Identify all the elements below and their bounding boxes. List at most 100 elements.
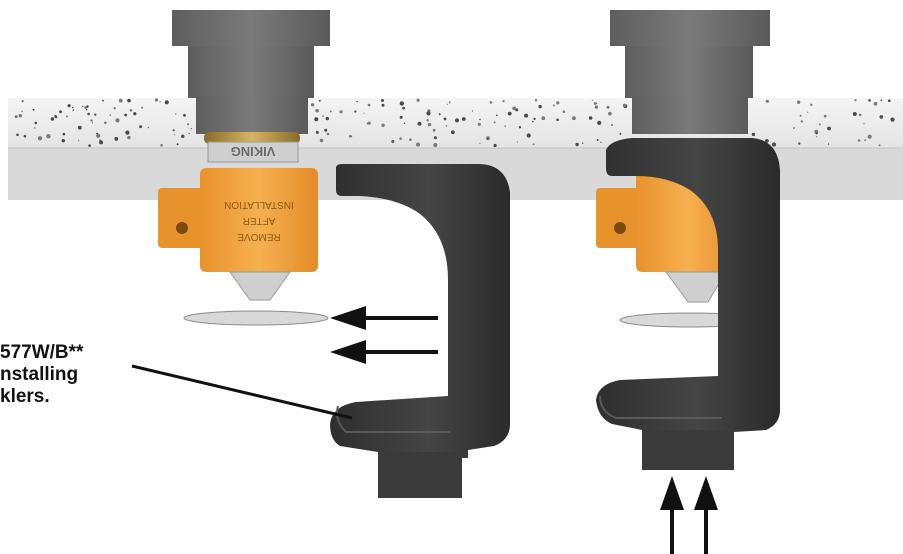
speckle [479, 118, 481, 121]
wrench-socket [378, 452, 462, 498]
speckle [348, 134, 352, 138]
speckle [354, 110, 357, 113]
speckle [600, 141, 602, 144]
speckle [409, 138, 412, 141]
speckle [141, 106, 144, 109]
speckle [611, 124, 613, 126]
wrench-tool-left [330, 164, 510, 498]
speckle [518, 126, 522, 129]
speckle [766, 99, 769, 103]
speckle [552, 104, 555, 107]
concrete-speckles [14, 98, 895, 148]
sprinkler-frame [207, 141, 299, 163]
speckle [493, 121, 496, 124]
speckle [595, 102, 598, 104]
callout-leader-line [131, 364, 353, 420]
brand-label: VIKING [231, 144, 276, 159]
speckle [493, 143, 497, 148]
speckle [448, 101, 451, 104]
speckle [533, 117, 536, 120]
speckle [451, 130, 455, 135]
speckle [118, 98, 123, 103]
speckle [426, 119, 429, 122]
speckle [810, 103, 813, 107]
speckle [532, 120, 534, 123]
speckle [37, 136, 43, 141]
speckle [888, 99, 891, 102]
speckle [139, 125, 143, 129]
speckle [181, 134, 185, 138]
speckle [183, 113, 186, 117]
speckle [863, 123, 865, 125]
cap-text-line-2: AFTER [243, 215, 276, 226]
speckle [319, 138, 324, 143]
speckle [878, 144, 881, 147]
speckle [125, 130, 130, 135]
speckle [91, 122, 93, 124]
speckle [515, 108, 519, 112]
speckle [403, 122, 406, 125]
speckle [596, 139, 599, 141]
speckle [96, 133, 101, 138]
speckle [133, 112, 137, 116]
speckle [800, 120, 803, 123]
speckle [154, 98, 159, 102]
speckle [381, 103, 385, 107]
speckle [187, 123, 190, 126]
speckle [427, 122, 432, 127]
speckle [87, 112, 90, 116]
speckle [127, 98, 131, 103]
speckle [608, 111, 612, 116]
speckle [854, 99, 857, 102]
speckle [14, 115, 18, 119]
speckle [72, 106, 74, 109]
speckle [381, 123, 385, 128]
speckle [455, 118, 459, 123]
speckle [765, 139, 769, 143]
wrench-tool-right [596, 138, 780, 470]
speckle [164, 100, 169, 105]
speckle [765, 100, 767, 102]
speckle [325, 116, 329, 121]
speckle [67, 104, 71, 108]
speckle [556, 118, 559, 122]
pipe-right-collar [632, 96, 748, 134]
speckle [417, 121, 422, 126]
speckle [486, 137, 489, 140]
speckle [160, 144, 163, 147]
speckle [535, 99, 537, 102]
speckle [159, 101, 161, 103]
speckle [873, 101, 878, 106]
cap-hole [176, 222, 188, 234]
speckle [399, 137, 402, 140]
speckle [339, 110, 343, 114]
speckle [113, 107, 116, 110]
speckle [62, 132, 66, 136]
speckle [797, 100, 801, 104]
speckle [507, 111, 512, 116]
speckle [66, 115, 68, 118]
speckle [516, 141, 519, 143]
speckle [147, 126, 150, 129]
speckle [771, 142, 777, 147]
speckle [78, 139, 80, 142]
speckle [815, 132, 818, 135]
speckle [879, 115, 884, 119]
speckle [594, 105, 599, 109]
speckle [356, 100, 358, 103]
speckle [99, 140, 104, 145]
speckle [326, 132, 330, 136]
speckle [416, 98, 420, 102]
speckle [88, 144, 91, 147]
speckle [890, 117, 895, 122]
protective-cap [200, 168, 318, 272]
speckle [172, 129, 175, 132]
speckle [109, 114, 112, 116]
speckle [324, 128, 328, 132]
speckle [102, 99, 104, 102]
speckle [622, 103, 627, 108]
speckle [868, 99, 871, 102]
speckle [438, 113, 441, 116]
speckle [59, 110, 62, 114]
speckle [315, 130, 319, 134]
